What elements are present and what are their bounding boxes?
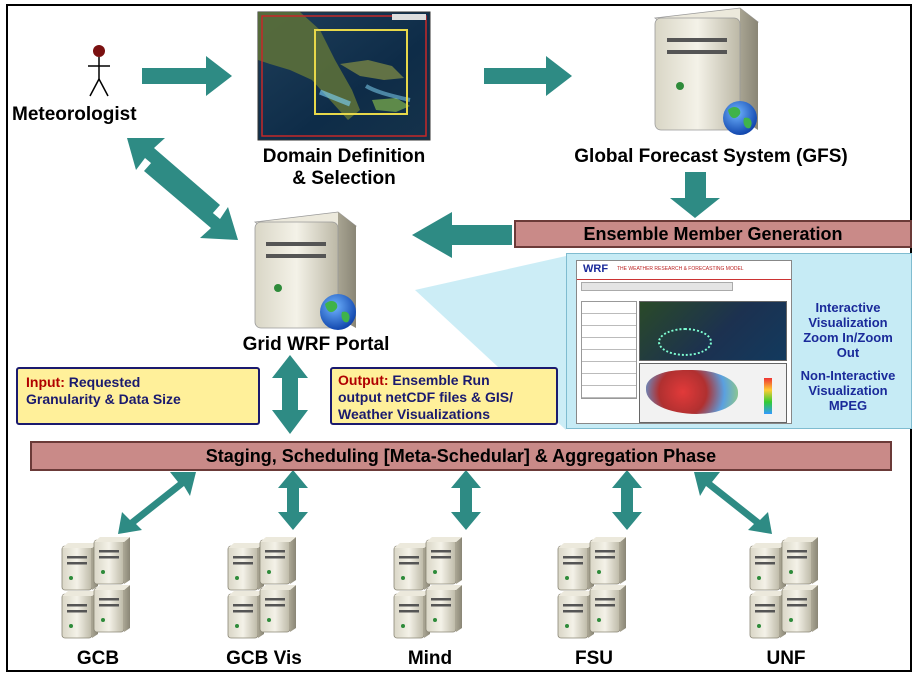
meteorologist-label: Meteorologist — [12, 104, 137, 125]
non-interactive-caption-line-3: MPEG — [828, 398, 868, 413]
output-note-text-1: Ensemble Run — [392, 372, 490, 388]
flow-arrow-to-gfs — [484, 56, 572, 96]
wrf-brand: WRF — [583, 263, 609, 275]
ensemble-generation-bar: Ensemble Member Generation — [514, 220, 912, 248]
wrf-map-bottom — [639, 363, 787, 423]
input-note-key: Input: — [26, 374, 65, 390]
domain-label-line2: & Selection — [292, 168, 396, 189]
gfs-label: Global Forecast System (GFS) — [574, 146, 848, 167]
flow-arrow-meteorologist-portal — [127, 138, 238, 240]
cluster-label-unf: UNF — [766, 648, 806, 669]
input-note-text-1: Requested — [68, 374, 141, 390]
output-note-key: Output: — [338, 372, 389, 388]
wrf-title: THE WEATHER RESEARCH & FORECASTING MODEL — [617, 266, 744, 272]
wrf-side-table — [581, 301, 637, 399]
output-note-text-2: output netCDF files & GIS/ — [338, 389, 513, 405]
gfs-server-icon — [653, 7, 760, 135]
non-interactive-caption-line-2: Visualization — [808, 383, 888, 398]
wrf-screenshot: WRF THE WEATHER RESEARCH & FORECASTING M… — [576, 260, 792, 424]
interactive-caption-line-3: Zoom In/Zoom — [803, 330, 893, 345]
cluster-label-fsu: FSU — [575, 648, 613, 669]
cluster-gcb-icon — [61, 537, 130, 639]
domain-map-image — [257, 11, 431, 141]
portal-server-icon — [253, 211, 358, 330]
flow-arrow-to-domain — [142, 56, 232, 96]
domain-label-line1: Domain Definition — [262, 146, 426, 167]
interactive-caption-line-4: Out — [836, 345, 860, 360]
cluster-mind-icon — [393, 537, 462, 639]
interactive-caption-line-2: Visualization — [808, 315, 888, 330]
staging-phase-bar: Staging, Scheduling [Meta-Schedular] & A… — [30, 441, 892, 471]
wrf-screenshot-header: WRF THE WEATHER RESEARCH & FORECASTING M… — [577, 261, 791, 280]
flow-arrow-portal-staging — [272, 355, 308, 434]
cluster-unf-icon — [749, 537, 818, 639]
wrf-map-top — [639, 301, 787, 361]
cluster-label-gcb-vis: GCB Vis — [226, 648, 302, 669]
cluster-label-mind: Mind — [407, 648, 453, 669]
cluster-fsu-icon — [557, 537, 626, 639]
cluster-gcb-vis-icon — [227, 537, 296, 639]
flow-arrow-to-portal — [412, 212, 512, 258]
input-note-text-2: Granularity & Data Size — [26, 391, 181, 407]
server-clusters — [61, 537, 818, 639]
flow-arrow-gfs-down — [670, 172, 720, 218]
wrf-nav-strip — [581, 282, 733, 291]
portal-label: Grid WRF Portal — [242, 334, 390, 355]
cluster-label-gcb: GCB — [76, 648, 120, 669]
input-note: Input: Requested Granularity & Data Size — [16, 367, 260, 425]
interactive-caption-line-1: Interactive — [815, 300, 881, 315]
cluster-arrows — [118, 470, 772, 534]
non-interactive-caption-line-1: Non-Interactive — [800, 368, 896, 383]
meteorologist-icon — [88, 45, 110, 97]
output-note-text-3: Weather Visualizations — [338, 406, 490, 422]
output-note: Output: Ensemble Run output netCDF files… — [330, 367, 558, 425]
